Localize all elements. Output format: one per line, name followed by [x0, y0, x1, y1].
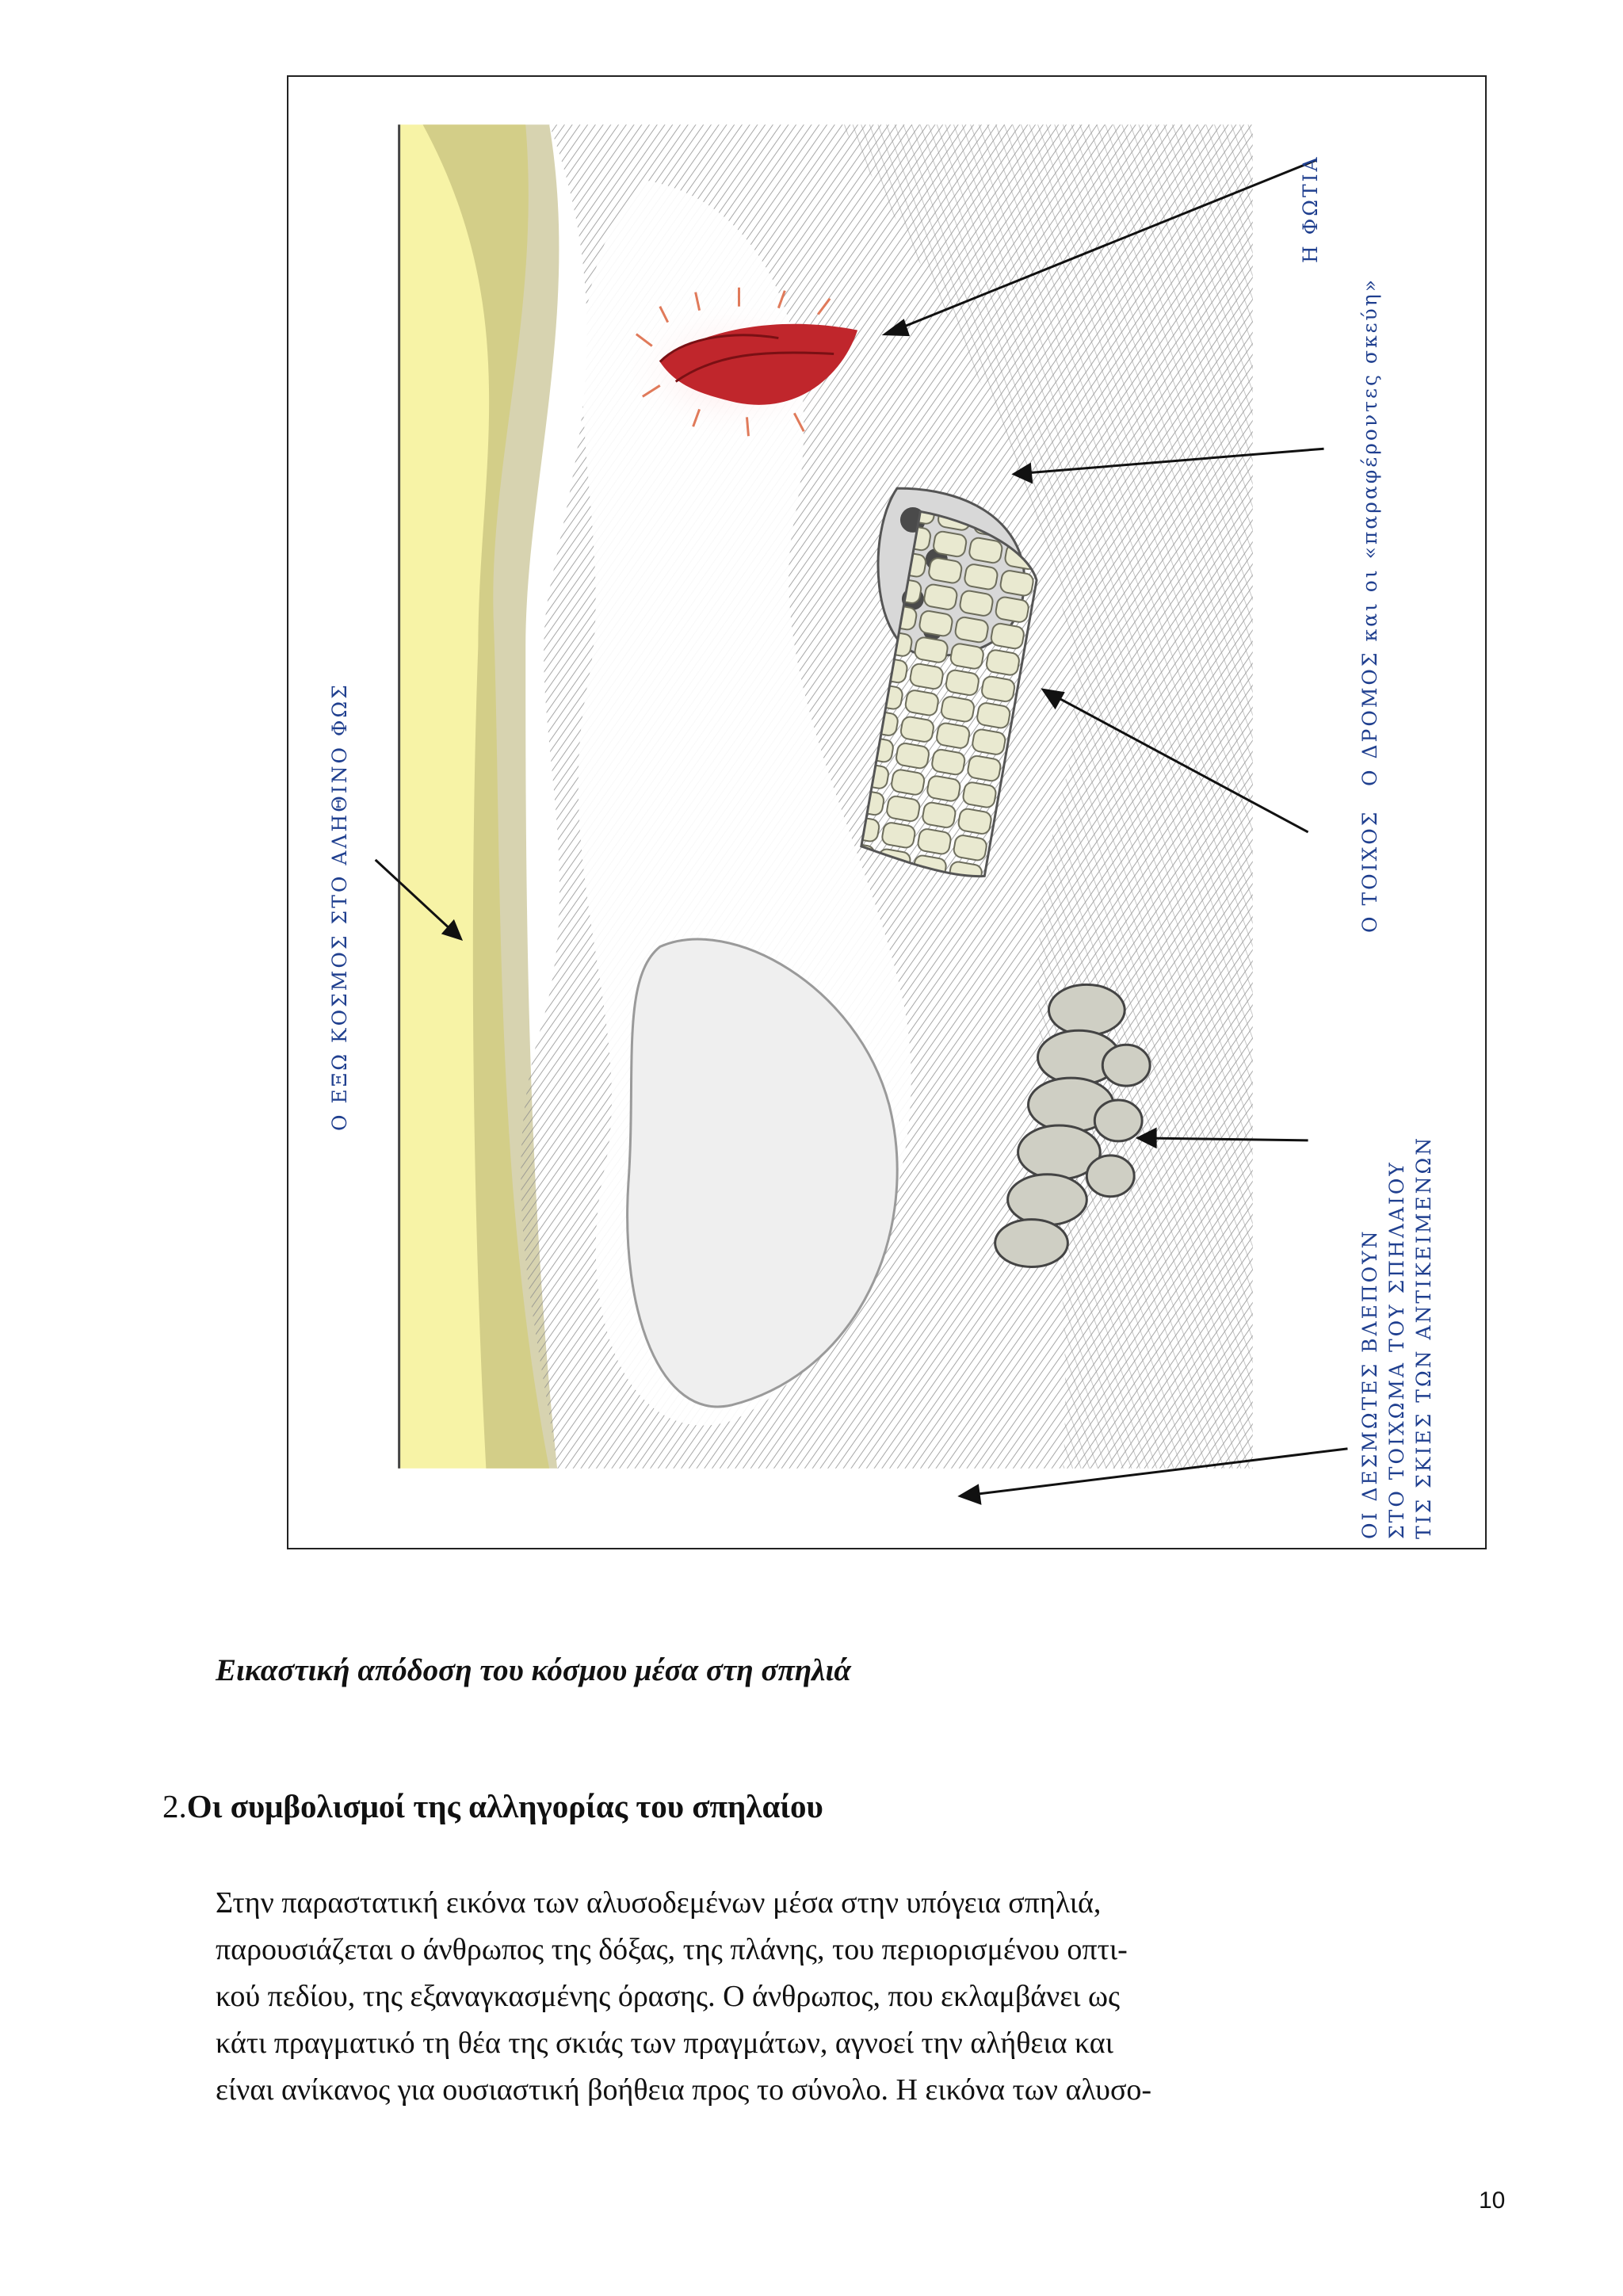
label-wall: Ο ΤΟΙΧΟΣ: [1358, 809, 1381, 933]
label-prisoners-line1: ΟΙ ΔΕΣΜΩΤΕΣ ΒΛΕΠΟΥΝ: [1358, 1228, 1381, 1539]
prisoners: [994, 983, 1151, 1268]
cave-back-wall: [626, 938, 899, 1408]
stone-wall: [860, 510, 1038, 878]
label-arrows: [374, 159, 1348, 1505]
page-number: 10: [1479, 2187, 1506, 2214]
body-line: κάτι πραγματικό τη θέα της σκιάς των πρα…: [216, 2027, 1113, 2060]
section-number: 2.: [162, 1788, 187, 1824]
cave-illustration: Ο ΕΞΩ ΚΟΣΜΟΣ ΣΤΟ ΑΛΗΘΙΝΟ ΦΩΣ Η ΦΩΤΙΑ Ο Δ…: [287, 75, 1487, 1549]
label-prisoners-line3: ΤΙΣ ΣΚΙΕΣ ΤΩΝ ΑΝΤΙΚΕΙΜΕΝΩΝ: [1412, 1135, 1435, 1539]
body-line: Στην παραστατική εικόνα των αλυσοδεμένων…: [216, 1886, 1102, 1920]
body-line: παρουσιάζεται ο άνθρωπος της δόξας, της …: [216, 1933, 1128, 1966]
body-paragraph: Στην παραστατική εικόνα των αλυσοδεμένων…: [216, 1880, 1484, 2114]
label-road: Ο ΔΡΟΜΟΣ και οι «παραφέροντες σκεύη»: [1358, 277, 1381, 786]
label-prisoners-line2: ΣΤΟ ΤΟΙΧΩΜΑ ΤΟΥ ΣΠΗΛΑΙΟΥ: [1385, 1160, 1408, 1539]
fire: [635, 287, 858, 437]
section-title: Οι συμβολισμοί της αλληγορίας του σπηλαί…: [186, 1788, 823, 1824]
label-fire: Η ΦΩΤΙΑ: [1299, 155, 1322, 263]
section-heading: 2.Οι συμβολισμοί της αλληγορίας του σπηλ…: [162, 1787, 823, 1825]
body-line: κού πεδίου, της εξαναγκασμένης όρασης. Ο…: [216, 1980, 1121, 2013]
body-line: είναι ανίκανος για ουσιαστική βοήθεια πρ…: [216, 2073, 1152, 2107]
figure-caption: Εικαστική απόδοση του κόσμου μέσα στη σπ…: [216, 1653, 851, 1687]
label-prisoners: ΟΙ ΔΕΣΜΩΤΕΣ ΒΛΕΠΟΥΝ ΣΤΟ ΤΟΙΧΩΜΑ ΤΟΥ ΣΠΗΛ…: [1357, 1136, 1438, 1539]
cave-drawing: [374, 124, 1348, 1505]
outside-world-light: [399, 124, 550, 1469]
label-outside-world: Ο ΕΞΩ ΚΟΣΜΟΣ ΣΤΟ ΑΛΗΘΙΝΟ ΦΩΣ: [328, 682, 351, 1131]
